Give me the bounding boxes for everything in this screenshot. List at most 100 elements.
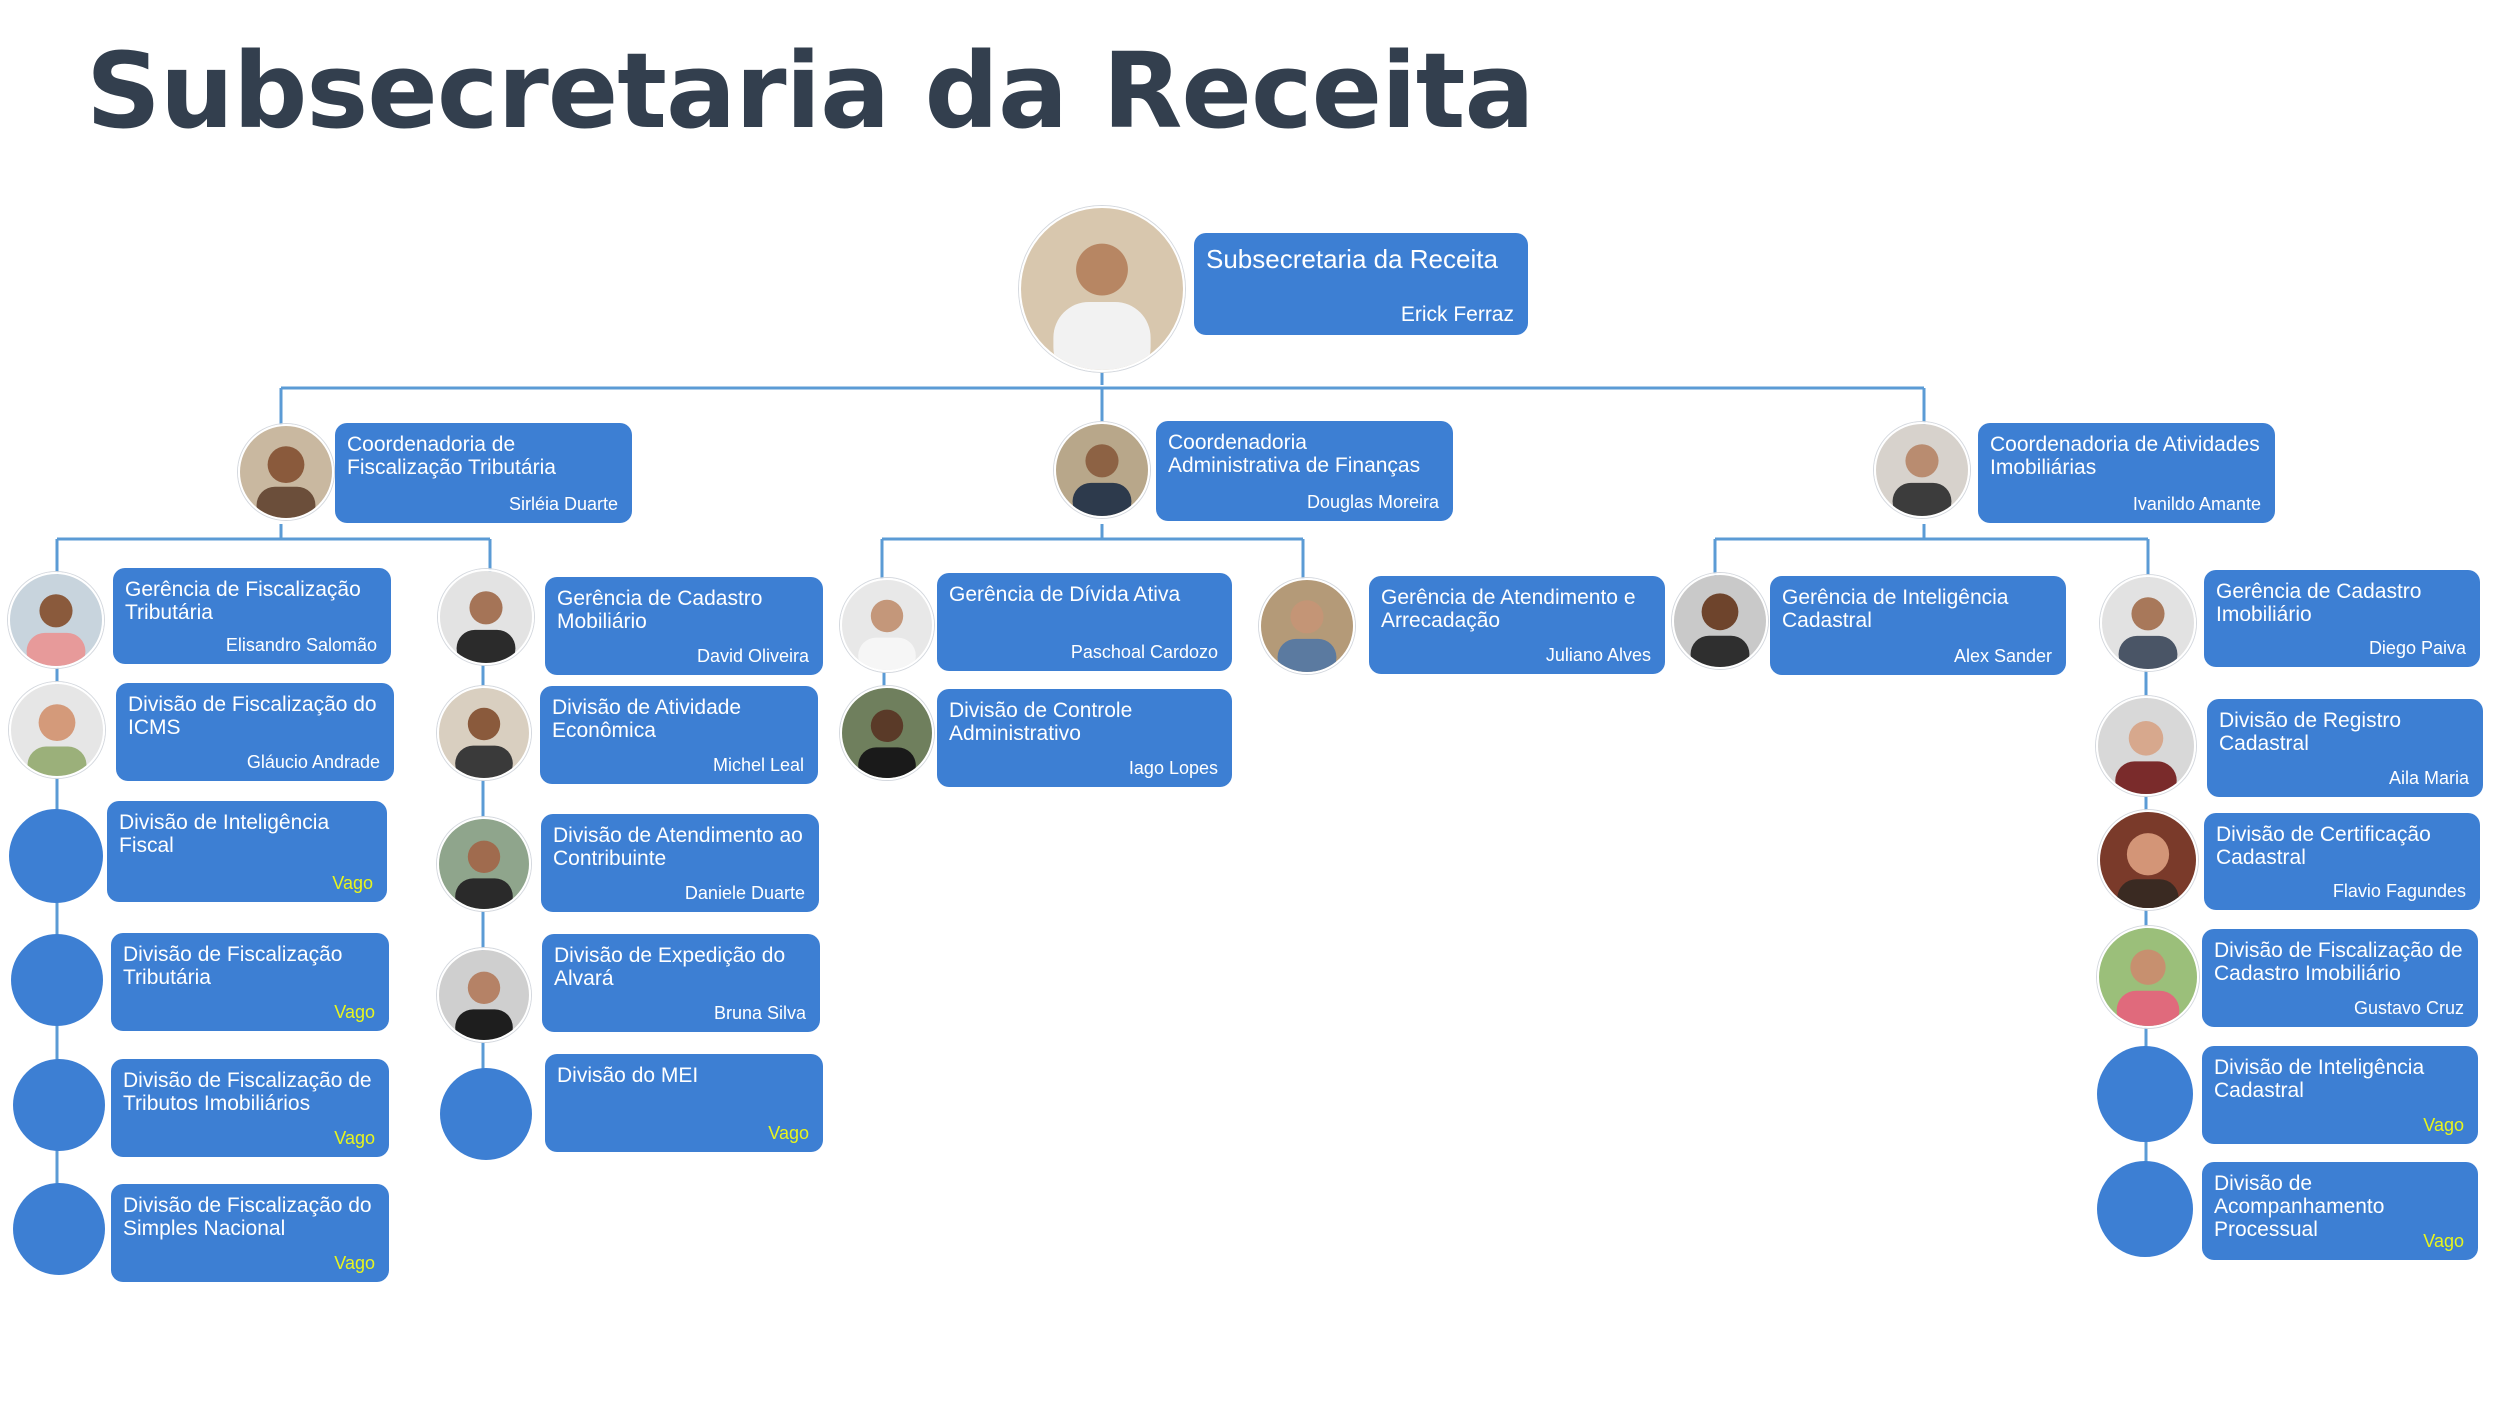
ger-atend-title: Gerência de Atendimento e Arrecadação xyxy=(1381,586,1636,632)
vacant-avatar xyxy=(9,809,103,903)
div-intel-cad-title: Divisão de Inteligência Cadastral xyxy=(2214,1056,2425,1102)
div-atend-contrib-title: Divisão de Atendimento ao Contribuinte xyxy=(553,824,803,870)
div-registro-name: Aila Maria xyxy=(2388,768,2469,788)
div-acomp-box[interactable]: Divisão de Acompanhamento Processual Vag… xyxy=(2202,1162,2478,1260)
coord-fiscal-box[interactable]: Coordenadoria de Fiscalização Tributária… xyxy=(335,423,632,523)
ger-cad-imob-name: Diego Paiva xyxy=(2368,638,2466,658)
avatar-photo xyxy=(1672,573,1768,669)
avatar-photo xyxy=(1874,422,1970,518)
div-controle-box[interactable]: Divisão de Controle Administrativo Iago … xyxy=(937,689,1232,787)
ger-fiscal-name: Elisandro Salomão xyxy=(225,635,377,655)
vacant-avatar xyxy=(2097,1046,2193,1142)
div-intel-fiscal-box[interactable]: Divisão de Inteligência Fiscal Vago xyxy=(107,801,387,902)
avatar-photo xyxy=(2098,810,2198,910)
ger-mob-name: David Oliveira xyxy=(696,646,809,666)
div-fisc-cad-box[interactable]: Divisão de Fiscalização de Cadastro Imob… xyxy=(2202,929,2478,1027)
avatar-photo xyxy=(437,948,531,1042)
div-simples-title: Divisão de Fiscalização do Simples Nacio… xyxy=(123,1194,372,1240)
div-ativ-title: Divisão de Atividade Econômica xyxy=(552,696,742,742)
avatar-photo xyxy=(437,686,531,780)
ger-fiscal-title: Gerência de Fiscalização Tributária xyxy=(125,578,361,624)
avatar-photo xyxy=(1019,206,1185,372)
avatar-photo xyxy=(2097,926,2199,1028)
ger-intel-cad-title: Gerência de Inteligência Cadastral xyxy=(1782,586,2009,632)
div-mei-status: Vago xyxy=(768,1123,809,1143)
div-fisc-imob-title: Divisão de Fiscalização de Tributos Imob… xyxy=(123,1069,372,1115)
avatar-photo xyxy=(238,424,334,520)
ger-divida-box[interactable]: Gerência de Dívida Ativa Paschoal Cardoz… xyxy=(937,573,1232,671)
div-atend-contrib-box[interactable]: Divisão de Atendimento ao Contribuinte D… xyxy=(541,814,819,912)
root-box[interactable]: Subsecretaria da Receita Erick Ferraz xyxy=(1194,233,1528,335)
ger-cad-imob-title: Gerência de Cadastro Imobiliário xyxy=(2216,580,2422,626)
div-icms-title: Divisão de Fiscalização do ICMS xyxy=(128,693,377,739)
div-fisc-cad-title: Divisão de Fiscalização de Cadastro Imob… xyxy=(2214,939,2463,985)
ger-intel-cad-name: Alex Sander xyxy=(1953,646,2052,666)
div-fisc-trib-box[interactable]: Divisão de Fiscalização Tributária Vago xyxy=(111,933,389,1031)
ger-divida-title: Gerência de Dívida Ativa xyxy=(949,583,1181,606)
avatar-photo xyxy=(1259,578,1355,674)
div-ativ-box[interactable]: Divisão de Atividade Econômica Michel Le… xyxy=(540,686,818,784)
div-controle-title: Divisão de Controle Administrativo xyxy=(949,699,1133,745)
div-alvara-name: Bruna Silva xyxy=(713,1003,806,1023)
coord-financas-name: Douglas Moreira xyxy=(1306,492,1439,512)
div-cert-box[interactable]: Divisão de Certificação Cadastral Flavio… xyxy=(2204,813,2480,910)
avatar-photo xyxy=(437,817,531,911)
ger-intel-cad-box[interactable]: Gerência de Inteligência Cadastral Alex … xyxy=(1770,576,2066,675)
ger-mob-title: Gerência de Cadastro Mobiliário xyxy=(557,587,763,633)
div-fisc-imob-box[interactable]: Divisão de Fiscalização de Tributos Imob… xyxy=(111,1059,389,1157)
avatar-photo xyxy=(840,578,934,672)
vacant-avatar xyxy=(13,1059,105,1151)
div-intel-fiscal-status: Vago xyxy=(332,873,373,893)
ger-atend-box[interactable]: Gerência de Atendimento e Arrecadação Ju… xyxy=(1369,576,1665,674)
avatar-photo xyxy=(2100,575,2196,671)
avatar-photo xyxy=(8,572,104,668)
div-intel-cad-box[interactable]: Divisão de Inteligência Cadastral Vago xyxy=(2202,1046,2478,1144)
root-name: Erick Ferraz xyxy=(1400,303,1514,326)
div-acomp-title: Divisão de Acompanhamento Processual xyxy=(2214,1172,2385,1241)
avatar-photo xyxy=(1054,422,1150,518)
div-ativ-name: Michel Leal xyxy=(712,755,804,775)
avatar-photo xyxy=(2096,696,2196,796)
div-intel-cad-status: Vago xyxy=(2423,1115,2464,1135)
div-mei-box[interactable]: Divisão do MEI Vago xyxy=(545,1054,823,1152)
coord-financas-box[interactable]: Coordenadoria Administrativa de Finanças… xyxy=(1156,421,1453,521)
vacant-avatar xyxy=(2097,1161,2193,1257)
div-simples-status: Vago xyxy=(334,1253,375,1273)
div-fisc-imob-status: Vago xyxy=(334,1128,375,1148)
ger-fiscal-box[interactable]: Gerência de Fiscalização Tributária Elis… xyxy=(113,568,391,664)
div-fisc-trib-title: Divisão de Fiscalização Tributária xyxy=(123,943,343,989)
coord-imob-title: Coordenadoria de Atividades Imobiliárias xyxy=(1990,433,2260,479)
ger-cad-imob-box[interactable]: Gerência de Cadastro Imobiliário Diego P… xyxy=(2204,570,2480,667)
ger-atend-name: Juliano Alves xyxy=(1545,645,1651,665)
ger-mob-box[interactable]: Gerência de Cadastro Mobiliário David Ol… xyxy=(545,577,823,675)
vacant-avatar xyxy=(13,1183,105,1275)
coord-fiscal-name: Sirléia Duarte xyxy=(508,494,618,514)
div-registro-box[interactable]: Divisão de Registro Cadastral Aila Maria xyxy=(2207,699,2483,797)
vacant-avatar xyxy=(440,1068,532,1160)
div-mei-title: Divisão do MEI xyxy=(557,1064,699,1087)
coord-imob-name: Ivanildo Amante xyxy=(2132,494,2261,514)
div-atend-contrib-name: Daniele Duarte xyxy=(684,883,805,903)
div-registro-title: Divisão de Registro Cadastral xyxy=(2219,709,2402,755)
div-cert-name: Flavio Fagundes xyxy=(2332,881,2466,901)
avatar-photo xyxy=(9,682,105,778)
div-cert-title: Divisão de Certificação Cadastral xyxy=(2216,823,2431,869)
avatar-photo xyxy=(840,686,934,780)
div-alvara-title: Divisão de Expedição do Alvará xyxy=(554,944,786,990)
root-title: Subsecretaria da Receita xyxy=(1206,244,1498,274)
coord-fiscal-title: Coordenadoria de Fiscalização Tributária xyxy=(347,433,556,479)
div-intel-fiscal-title: Divisão de Inteligência Fiscal xyxy=(119,811,330,857)
avatar-photo xyxy=(438,569,534,665)
div-alvara-box[interactable]: Divisão de Expedição do Alvará Bruna Sil… xyxy=(542,934,820,1032)
div-fisc-trib-status: Vago xyxy=(334,1002,375,1022)
vacant-avatar xyxy=(11,934,103,1026)
div-icms-name: Gláucio Andrade xyxy=(246,752,380,772)
div-simples-box[interactable]: Divisão de Fiscalização do Simples Nacio… xyxy=(111,1184,389,1282)
coord-financas-title: Coordenadoria Administrativa de Finanças xyxy=(1168,431,1421,477)
div-fisc-cad-name: Gustavo Cruz xyxy=(2353,998,2464,1018)
ger-divida-name: Paschoal Cardozo xyxy=(1070,642,1218,662)
div-acomp-status: Vago xyxy=(2423,1231,2464,1251)
coord-imob-box[interactable]: Coordenadoria de Atividades Imobiliárias… xyxy=(1978,423,2275,523)
page-title: Subsecretaria da Receita xyxy=(86,30,1535,152)
div-icms-box[interactable]: Divisão de Fiscalização do ICMS Gláucio … xyxy=(116,683,394,781)
